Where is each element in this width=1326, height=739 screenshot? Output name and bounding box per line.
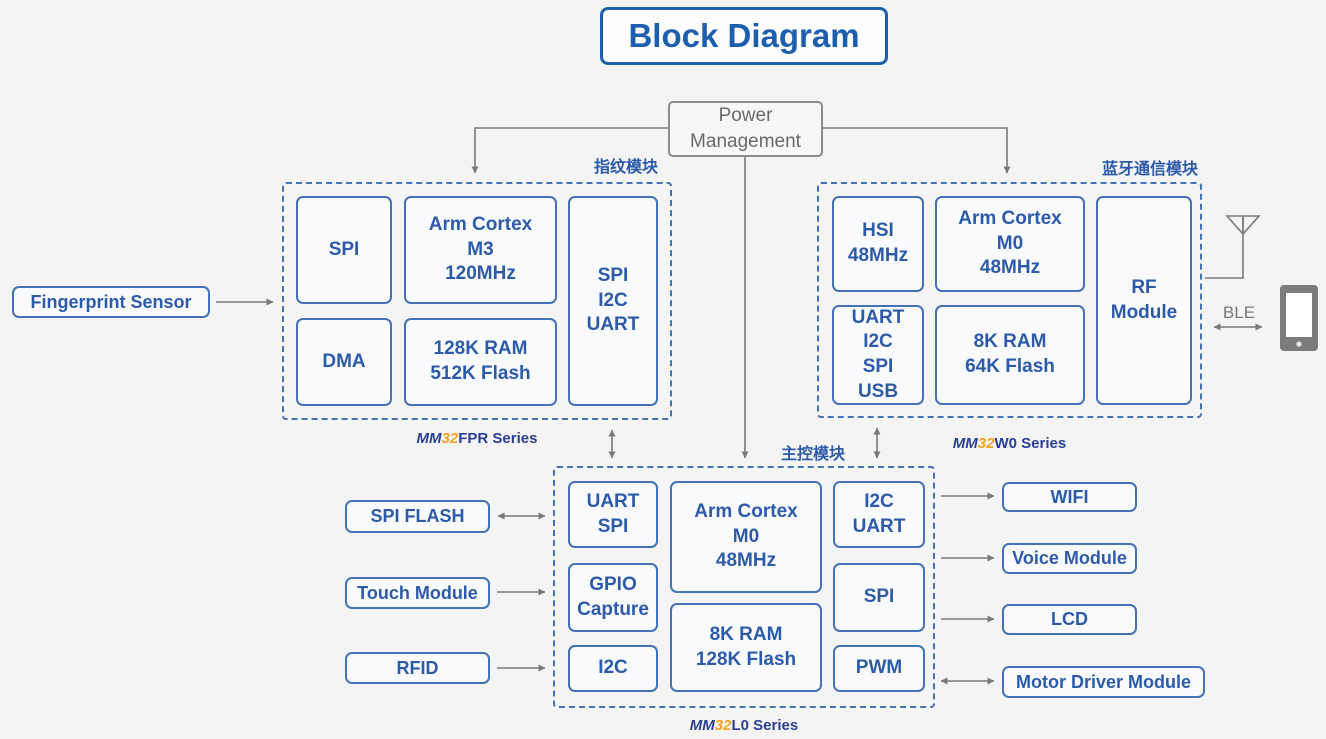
ble-label: BLE: [1222, 303, 1256, 322]
bluetooth-module-tag: 蓝牙通信模块: [1101, 161, 1198, 178]
main-spi-block: SPI: [833, 563, 925, 632]
series-mm: MM: [416, 430, 442, 447]
main-gpio-capture-block: GPIO Capture: [568, 563, 658, 632]
main-i2c-block: I2C: [568, 645, 658, 692]
main-cpu-block: Arm Cortex M0 48MHz: [670, 481, 822, 593]
spi-flash-box: SPI FLASH: [345, 500, 490, 533]
series-name: FPR Series: [458, 430, 538, 447]
main-pwm-block: PWM: [833, 645, 925, 692]
bluetooth-hsi-block: HSI 48MHz: [832, 196, 924, 292]
main-series-label: MM32L0 Series: [553, 717, 935, 734]
antenna-icon: [1225, 215, 1261, 236]
bluetooth-rf-block: RF Module: [1096, 196, 1192, 405]
main-i2c-uart-block: I2C UART: [833, 481, 925, 548]
main-module-tag: 主控模块: [780, 446, 845, 463]
fingerprint-series-label: MM32FPR Series: [282, 430, 672, 447]
diagram-title: Block Diagram: [600, 7, 888, 65]
bluetooth-module: [817, 182, 1202, 418]
series-num: 32: [714, 717, 732, 734]
series-name: L0 Series: [731, 717, 799, 734]
fingerprint-module: [282, 182, 672, 420]
wifi-box: WIFI: [1002, 482, 1137, 512]
bluetooth-cpu-block: Arm Cortex M0 48MHz: [935, 196, 1085, 292]
fingerprint-module-tag: 指纹模块: [593, 159, 658, 176]
series-mm: MM: [952, 435, 978, 452]
power-management-label: Power Management: [690, 105, 801, 152]
main-uart-spi-block: UART SPI: [568, 481, 658, 548]
touch-module-box: Touch Module: [345, 577, 490, 609]
main-module: [553, 466, 935, 708]
bluetooth-memory-block: 8K RAM 64K Flash: [935, 305, 1085, 405]
motor-driver-box: Motor Driver Module: [1002, 666, 1205, 698]
fingerprint-sensor-box: Fingerprint Sensor: [12, 286, 210, 318]
fingerprint-dma-block: DMA: [296, 318, 392, 406]
power-line-right: [823, 127, 1011, 174]
fingerprint-spi-block: SPI: [296, 196, 392, 304]
fingerprint-cpu-block: Arm Cortex M3 120MHz: [404, 196, 557, 304]
phone-icon: [1280, 285, 1318, 351]
rfid-box: RFID: [345, 652, 490, 684]
main-memory-block: 8K RAM 128K Flash: [670, 603, 822, 692]
series-mm: MM: [689, 717, 715, 734]
diagram-title-text: Block Diagram: [628, 17, 860, 54]
power-management-box: Power Management: [668, 101, 823, 157]
voice-module-box: Voice Module: [1002, 543, 1137, 574]
series-num: 32: [977, 435, 995, 452]
bluetooth-interfaces-block: UART I2C SPI USB: [832, 305, 924, 405]
antenna-feed-line: [1205, 217, 1244, 279]
bluetooth-series-label: MM32W0 Series: [817, 435, 1202, 452]
series-name: W0 Series: [994, 435, 1067, 452]
fingerprint-interfaces-block: SPI I2C UART: [568, 196, 658, 406]
lcd-box: LCD: [1002, 604, 1137, 635]
series-num: 32: [441, 430, 459, 447]
fingerprint-memory-block: 128K RAM 512K Flash: [404, 318, 557, 406]
